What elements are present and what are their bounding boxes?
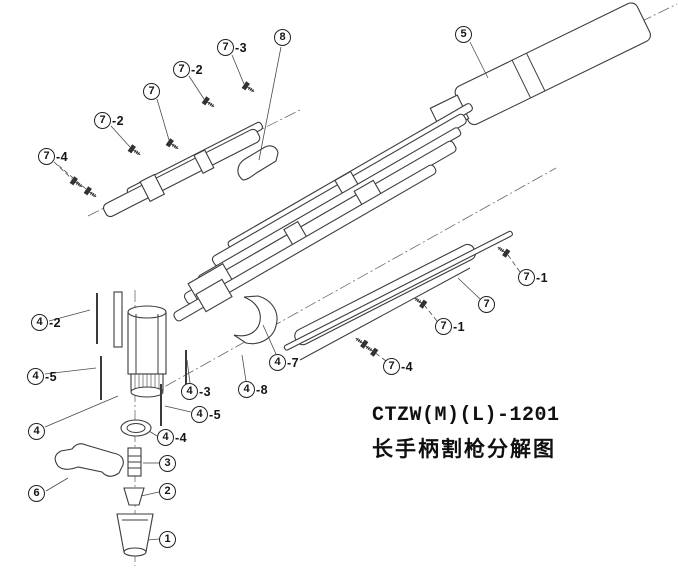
callout-7-a: 7: [143, 83, 161, 100]
callout-number: 3: [159, 455, 176, 472]
callout-number: 4: [269, 354, 286, 371]
callout-7-1-b: 7-1: [435, 318, 465, 335]
callout-8: 8: [274, 29, 292, 46]
callout-4-5-b: 4-5: [191, 406, 221, 423]
title-model: CTZW(M)(L)-1201: [372, 404, 560, 427]
callout-number: 7: [217, 39, 234, 56]
callout-number: 7: [518, 269, 535, 286]
body-tubes-drawing: [113, 103, 473, 348]
bent-tip-drawing: [237, 145, 279, 181]
callout-number: 7: [435, 318, 452, 335]
callout-suffix: -3: [235, 40, 248, 55]
callout-5: 5: [455, 26, 473, 43]
wrench-drawing: [54, 443, 124, 477]
callout-3: 3: [159, 455, 177, 472]
callout-7-b: 7: [478, 296, 496, 313]
callout-suffix: -1: [536, 270, 549, 285]
callout-number: 4: [157, 429, 174, 446]
callout-number: 7: [143, 83, 160, 100]
callout-suffix: -2: [191, 62, 204, 77]
hook-lever-drawing: [233, 295, 278, 345]
callout-number: 4: [31, 314, 48, 331]
callout-number: 7: [94, 112, 111, 129]
callout-2: 2: [159, 483, 177, 500]
upper-tube-drawing: [102, 121, 279, 218]
nozzle-stack-drawing: [96, 293, 187, 557]
callout-number: 4: [181, 383, 198, 400]
lower-right-tube-drawing: [283, 230, 513, 361]
callout-number: 7: [38, 148, 55, 165]
callout-number: 7: [173, 61, 190, 78]
callout-suffix: -1: [453, 319, 466, 334]
callout-suffix: -8: [256, 382, 269, 397]
callout-suffix: -5: [45, 369, 58, 384]
callout-7-4-a: 7-4: [38, 148, 68, 165]
callout-number: 7: [478, 296, 495, 313]
handle-tube-drawing: [429, 2, 651, 133]
callout-number: 7: [383, 358, 400, 375]
leader-lines: [44, 41, 521, 541]
callout-number: 2: [159, 483, 176, 500]
callout-suffix: -4: [401, 359, 414, 374]
title-caption: 长手柄割枪分解图: [372, 438, 556, 461]
callout-4: 4: [28, 423, 46, 440]
callout-1: 1: [159, 531, 177, 548]
callout-number: 4: [238, 381, 255, 398]
callout-4-7: 4-7: [269, 354, 299, 371]
callout-number: 4: [28, 423, 45, 440]
callout-suffix: -5: [209, 407, 222, 422]
callout-7-3: 7-3: [217, 39, 247, 56]
callout-number: 1: [159, 531, 176, 548]
title-block: CTZW(M)(L)-1201 长手柄割枪分解图: [372, 404, 560, 463]
callout-4-4: 4-4: [157, 429, 187, 446]
callout-number: 4: [191, 406, 208, 423]
callout-number: 5: [455, 26, 472, 43]
callout-suffix: -3: [199, 384, 212, 399]
callout-6: 6: [28, 485, 46, 502]
callout-number: 4: [27, 368, 44, 385]
callout-4-3: 4-3: [181, 383, 211, 400]
callout-number: 6: [28, 485, 45, 502]
callout-suffix: -2: [49, 315, 62, 330]
callout-suffix: -2: [112, 113, 125, 128]
callout-4-2: 4-2: [31, 314, 61, 331]
callout-7-2-b: 7-2: [173, 61, 203, 78]
callout-7-4-b: 7-4: [383, 358, 413, 375]
callout-7-2-a: 7-2: [94, 112, 124, 129]
callout-suffix: -7: [287, 355, 300, 370]
callout-4-5-a: 4-5: [27, 368, 57, 385]
center-lines: [87, 3, 678, 566]
callout-suffix: -4: [175, 430, 188, 445]
callout-suffix: -4: [56, 149, 69, 164]
callout-number: 8: [274, 29, 291, 46]
callout-4-8: 4-8: [238, 381, 268, 398]
callout-7-1-a: 7-1: [518, 269, 548, 286]
